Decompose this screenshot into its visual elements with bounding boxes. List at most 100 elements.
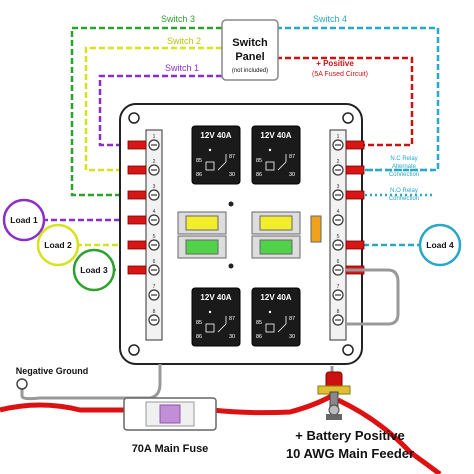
switch3-wire [70,26,222,197]
relay-label: 12V 40A [200,131,231,140]
load4-loop-wire [346,268,400,326]
relay-pin-label: 86 [196,172,202,178]
terminal-number: 2 [337,159,340,165]
relay-pin-label: 30 [229,334,235,340]
positive-note: (5A Fused Circuit) [312,71,368,78]
relay-switch-icon [277,154,287,171]
wire-terminal-stub [345,190,365,200]
relay-label: 12V 40A [200,293,231,302]
relay-coil-icon [205,323,215,333]
switch-panel: Switch Panel (not included) [221,19,279,81]
relay-switch-icon [217,154,227,171]
load-circle [36,223,80,267]
load-circle [2,198,46,242]
relay-label: 12V 40A [260,131,291,140]
load-circle [418,223,462,267]
relay-pin-label: 86 [196,334,202,340]
relay: 12V 40A 85 87 86 30 [191,125,241,185]
relay-pin-label: 85 [256,320,262,326]
switch2-wire [84,46,222,172]
nc-relay-note-1: N.C Relay [390,156,417,162]
relay-pin-label: 87 [289,154,295,160]
blade-fuses [177,201,322,269]
positive-wire [276,56,414,147]
terminal-number: 3 [153,184,156,190]
nc-relay-note-3: Connection [389,172,419,178]
wire-terminal-stub [127,265,147,275]
relay-pin-label: 86 [256,334,262,340]
terminal-number: 7 [337,284,340,290]
main-feeder-wire-right [211,389,340,416]
ground-lug-icon [16,378,28,390]
relay-pin-label: 30 [289,334,295,340]
feeder-line2: 10 AWG Main Feeder [286,446,414,461]
relay-pin-label: 87 [229,316,235,322]
terminal-number: 7 [153,284,156,290]
ground-wire [20,364,162,401]
wire-terminal-stub [345,140,365,150]
wire-terminal-stub [345,165,365,175]
terminal-number: 5 [337,234,340,240]
wire-terminal-stub [127,215,147,225]
relay-coil-icon [265,323,275,333]
relay: 12V 40A 85 87 86 30 [251,287,301,347]
switch3-label: Switch 3 [161,14,195,24]
terminal-number: 8 [337,309,340,315]
terminal-number: 8 [153,309,156,315]
relay-switch-icon [217,316,227,333]
feeder-line1: + Battery Positive [295,428,404,443]
nc-relay-note-2: Alternate [392,164,417,170]
terminal-number: 6 [153,259,156,265]
relay-pin-label: 87 [289,316,295,322]
terminal-number: 3 [337,184,340,190]
relay: 12V 40A 85 87 86 30 [191,287,241,347]
main-feeder-wire [0,402,140,413]
relays: 12V 40A 85 87 86 30 12V 40A 85 87 86 30 12V 40A 85 8… [191,125,301,347]
terminal-number: 1 [337,134,340,140]
terminal-number: 5 [153,234,156,240]
relay-label: 12V 40A [260,293,291,302]
relay-pin-label: 86 [256,172,262,178]
no-relay-note-2: Connection [389,196,419,202]
main-fuse-icon [123,397,217,431]
terminal-number: 2 [153,159,156,165]
wire-terminal-stub [127,240,147,250]
relay-pin-label: 85 [196,320,202,326]
wire-terminal-stub [127,165,147,175]
relay-coil-icon [205,161,215,171]
no-relay-note-1: N.O Relay [390,188,418,194]
terminal-number: 4 [337,209,340,215]
switch1-wire [98,74,222,147]
relay-pin-label: 85 [256,158,262,164]
relay-switch-icon [277,316,287,333]
terminal-number: 6 [337,259,340,265]
relay-pin-label: 87 [229,154,235,160]
switch4-wire [276,26,440,172]
fuse-relay-panel [119,103,363,365]
switch-panel-title-1: Switch [232,37,268,49]
wire-terminal-stub [345,240,365,250]
ground-label: Negative Ground [16,366,89,376]
switch-panel-note: (not included) [232,68,268,74]
positive-label: + Positive [316,59,354,68]
wire-terminal-stub [127,190,147,200]
load-label: Load 1 [10,215,38,225]
load-circle [72,248,116,292]
load-label: Load 3 [80,265,108,275]
relay-pin-label: 85 [196,158,202,164]
switch4-label: Switch 4 [313,14,347,24]
wire-terminal-stub [127,140,147,150]
battery-post-icon [317,366,351,420]
relay-coil-icon [265,161,275,171]
switch1-label: Switch 1 [165,63,199,73]
terminal-number: 4 [153,209,156,215]
switch-panel-title-2: Panel [235,51,264,63]
load-label: Load 4 [426,240,454,250]
main-fuse-label: 70A Main Fuse [132,443,209,455]
relay-pin-label: 30 [229,172,235,178]
